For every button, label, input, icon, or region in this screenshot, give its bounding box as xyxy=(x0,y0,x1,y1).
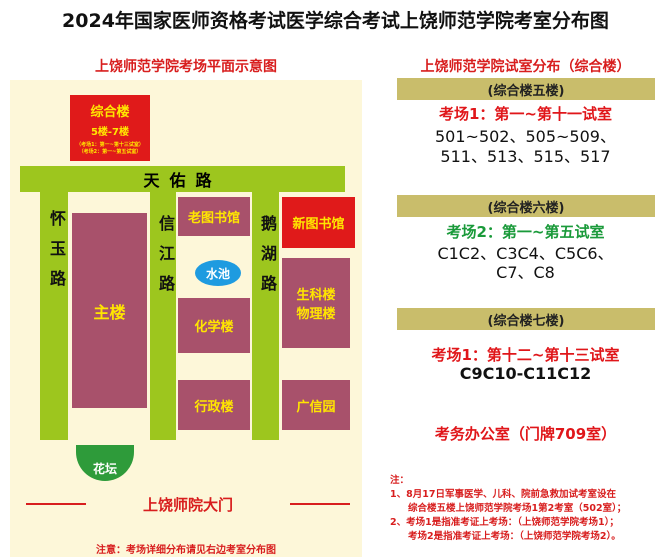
floor7-rooms-1: C9C10-C11C12 xyxy=(459,364,592,383)
chemistry-building: 化学楼 xyxy=(178,298,250,353)
zonghe-name: 综合楼 xyxy=(90,105,130,120)
note-2: 2、考场1是指准考证上考场：（上饶师范学院考场1）； xyxy=(390,517,619,528)
road-huaiyu: 怀玉路 xyxy=(47,210,66,300)
gate-line-right xyxy=(290,503,350,505)
main-building: 主楼 xyxy=(72,213,147,408)
note-2-cont: 考场2是指准考证上考场：（上饶师范学院考场2）。 xyxy=(408,531,621,542)
exam-office: 考务办公室（门牌709室） xyxy=(434,425,617,443)
right-subtitle: 上饶师范学院试室分布（综合楼） xyxy=(420,59,631,75)
road-ehu: 鹅湖路 xyxy=(258,215,277,305)
floor6-rooms-2: C7、C8 xyxy=(496,263,555,282)
floor5-rooms-1: 501~502、505~509、 xyxy=(435,127,616,146)
floor7-header: (综合楼七楼) xyxy=(397,308,655,330)
note-heading: 注： xyxy=(390,475,410,486)
pool: 水池 xyxy=(195,260,241,286)
floor5-header: (综合楼五楼) xyxy=(397,78,655,100)
zonghe-floors: 5楼-7楼 xyxy=(90,127,130,138)
physics-building: 物理楼 xyxy=(296,307,336,322)
bio-physics-building: 生科楼 物理楼 xyxy=(282,258,350,348)
floor6-label: 考场2：第一~第五试室 xyxy=(446,223,605,241)
map-footer-note: 注意：考场详细分布请见右边考室分布图 xyxy=(96,545,276,556)
admin-building: 行政楼 xyxy=(178,380,250,430)
road-tianyou: 天佑路 xyxy=(20,166,345,192)
old-library: 老图书馆 xyxy=(178,197,250,236)
main-gate: 上饶师院大门 xyxy=(142,496,233,514)
bio-building: 生科楼 xyxy=(296,288,336,303)
zonghe-building: 综合楼 5楼-7楼 （考场1：第一~第十三试室） （考场2：第一~第五试室） xyxy=(70,95,150,161)
floor6-rooms-1: C1C2、C3C4、C5C6、 xyxy=(437,244,614,263)
note-1-cont: 综合楼五楼上饶师范学院考场1第2考室（502室）； xyxy=(408,503,627,514)
floor5-rooms-2: 511、513、515、517 xyxy=(440,147,611,166)
zonghe-note2: （考场2：第一~第五试室） xyxy=(78,149,142,155)
floor6-header: (综合楼六楼) xyxy=(397,195,655,217)
road-xinjiang-strip xyxy=(150,192,176,440)
map-subtitle: 上饶师范学院考场平面示意图 xyxy=(95,59,277,75)
floor5-label: 考场1：第一~第十一试室 xyxy=(438,105,612,123)
road-xinjiang: 信江路 xyxy=(156,215,175,305)
zonghe-note1: （考场1：第一~第十三试室） xyxy=(76,142,144,148)
note-1: 1、8月17日军事医学、儿科、院前急救加试考室设在 xyxy=(390,489,616,500)
floor7-label: 考场1：第十二~第十三试室 xyxy=(431,346,620,364)
new-library: 新图书馆 xyxy=(282,197,355,248)
road-ehu-strip xyxy=(252,192,279,440)
page-title: 2024年国家医师资格考试医学综合考试上饶师范学院考室分布图 xyxy=(62,10,609,32)
gate-line-left xyxy=(26,503,86,505)
guangxin-garden: 广信园 xyxy=(282,380,350,430)
road-huaiyu-strip xyxy=(40,192,68,440)
